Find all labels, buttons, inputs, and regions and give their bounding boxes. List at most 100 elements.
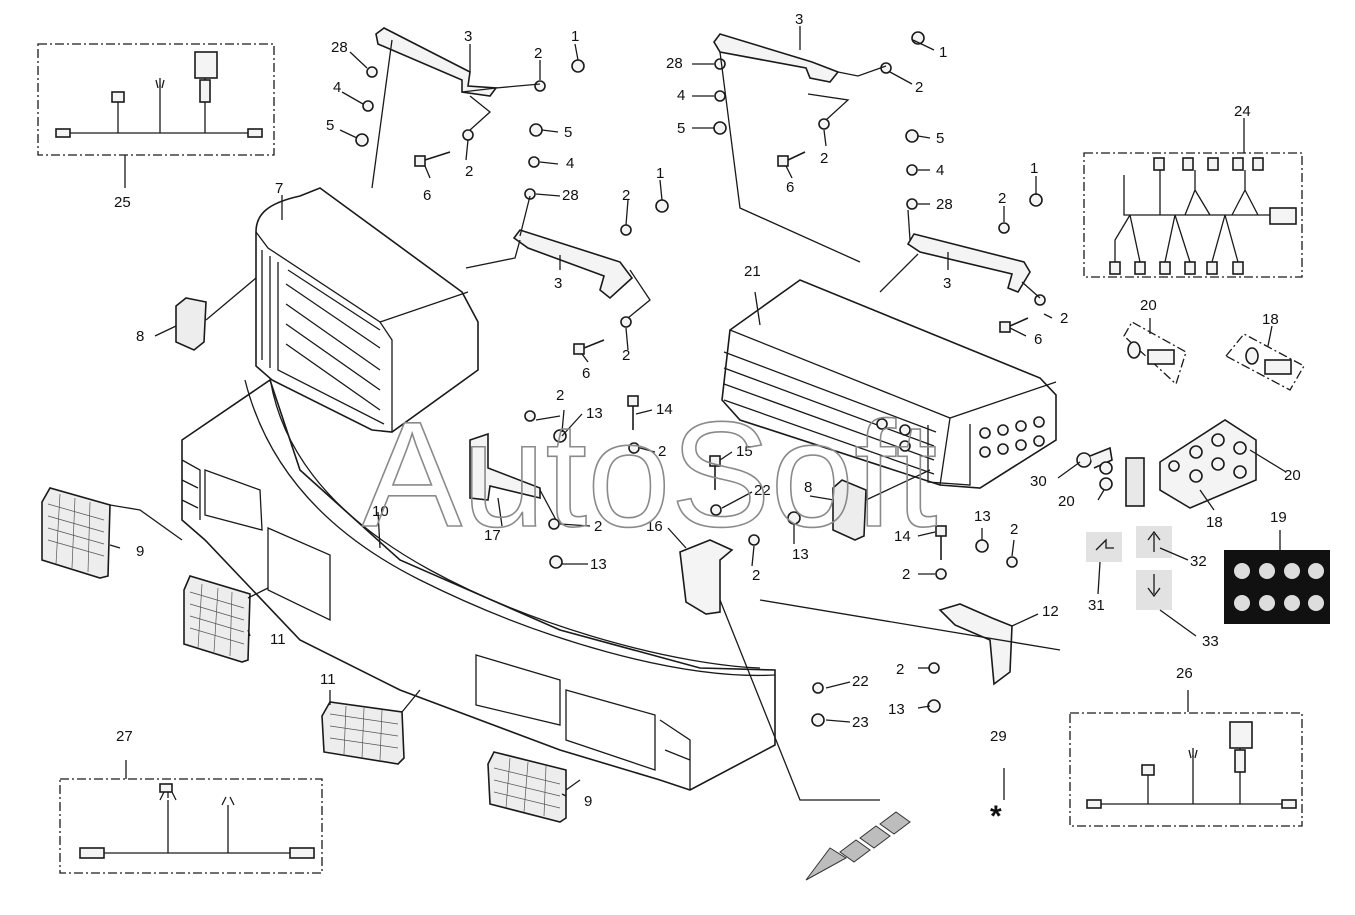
- callout-3: 3: [943, 275, 951, 292]
- callout-3: 3: [464, 28, 472, 45]
- lamp-housing-21: [721, 279, 1057, 489]
- callout-18: 18: [1206, 514, 1223, 531]
- decal-33: [1136, 570, 1172, 610]
- callout-33: 33: [1202, 633, 1219, 650]
- callout-1: 1: [1030, 160, 1038, 177]
- callout-8: 8: [804, 479, 812, 496]
- callout-7: 7: [275, 180, 283, 197]
- callout-28: 28: [331, 39, 348, 56]
- callout-2: 2: [534, 45, 542, 62]
- callout-2: 2: [594, 518, 602, 535]
- callout-14: 14: [894, 528, 911, 545]
- bracket-3-top-left: [375, 27, 498, 97]
- harness-box-25: [37, 43, 275, 156]
- callout-18: 18: [1262, 311, 1279, 328]
- callout-27: 27: [116, 728, 133, 745]
- decal-31: [1086, 532, 1122, 562]
- callout-2: 2: [622, 347, 630, 364]
- work-lamp-11-left: [183, 575, 251, 663]
- callout-2: 2: [915, 79, 923, 96]
- callout-19: 19: [1270, 509, 1287, 526]
- direction-arrow: [805, 811, 911, 881]
- callout-14: 14: [656, 401, 673, 418]
- harness-box-24: [1083, 152, 1303, 278]
- bracket-12: [938, 603, 1013, 686]
- callout-1: 1: [656, 165, 664, 182]
- watermark: AutoSoft: [362, 390, 937, 558]
- callout-6: 6: [582, 365, 590, 382]
- callout-22: 22: [754, 482, 771, 499]
- marker-lamp-8-left: [175, 297, 207, 351]
- callout-20: 20: [1284, 467, 1301, 484]
- callout-9: 9: [136, 543, 144, 560]
- callout-5: 5: [326, 117, 334, 134]
- decal-32: [1136, 526, 1172, 558]
- callout-2: 2: [1060, 310, 1068, 327]
- callout-28: 28: [562, 187, 579, 204]
- callout-2: 2: [556, 387, 564, 404]
- callout-5: 5: [677, 120, 685, 137]
- callout-28: 28: [936, 196, 953, 213]
- connector-block-18: [1159, 419, 1257, 509]
- callout-1: 1: [571, 28, 579, 45]
- callout-13: 13: [974, 508, 991, 525]
- callout-26: 26: [1176, 665, 1193, 682]
- callout-11: 11: [270, 631, 286, 648]
- fasteners: [355, 31, 1046, 727]
- asterisk-mark: *: [990, 800, 1002, 833]
- callout-32: 32: [1190, 553, 1207, 570]
- work-lamp-11-center: [321, 701, 405, 765]
- switch-panel-18: [1224, 333, 1305, 391]
- bracket-16: [679, 539, 734, 615]
- callout-16: 16: [646, 518, 663, 535]
- callout-5: 5: [564, 124, 572, 141]
- marker-lamp-8-right: [832, 479, 867, 541]
- callout-2: 2: [902, 566, 910, 583]
- callout-4: 4: [936, 162, 944, 179]
- callout-4: 4: [333, 79, 341, 96]
- bracket-3-mid-left: [512, 229, 634, 300]
- callout-6: 6: [1034, 331, 1042, 348]
- harness-box-26: [1069, 712, 1303, 827]
- lamp-housing-7: [255, 187, 479, 433]
- callout-6: 6: [786, 179, 794, 196]
- callout-labels: 1 2 3 28 4 5 6 2 7 5 4 28 1 2 3 2 6 8 3 …: [114, 11, 1301, 833]
- callout-2: 2: [1010, 521, 1018, 538]
- callout-17: 17: [484, 527, 501, 544]
- work-lamp-9-left: [41, 487, 111, 579]
- decal-19: [1224, 550, 1330, 624]
- bracket-3-mid-right: [906, 233, 1031, 293]
- work-lamp-9-center: [487, 751, 567, 823]
- callout-2: 2: [622, 187, 630, 204]
- connector-30: [1076, 446, 1145, 507]
- switch-panel-20: [1123, 321, 1187, 386]
- callout-8: 8: [136, 328, 144, 345]
- callout-22: 22: [852, 673, 869, 690]
- callout-2: 2: [658, 443, 666, 460]
- callout-12: 12: [1042, 603, 1059, 620]
- callout-30: 30: [1030, 473, 1047, 490]
- callout-4: 4: [566, 155, 574, 172]
- callout-2: 2: [465, 163, 473, 180]
- callout-2: 2: [752, 567, 760, 584]
- callout-31: 31: [1088, 597, 1105, 614]
- callout-9: 9: [584, 793, 592, 810]
- callout-6: 6: [423, 187, 431, 204]
- callout-3: 3: [795, 11, 803, 28]
- callout-29: 29: [990, 728, 1007, 745]
- callout-2: 2: [896, 661, 904, 678]
- leader-lines: [109, 26, 1287, 801]
- callout-3: 3: [554, 275, 562, 292]
- callout-13: 13: [888, 701, 905, 718]
- callout-15: 15: [736, 443, 753, 460]
- callout-2: 2: [998, 190, 1006, 207]
- callout-11: 11: [320, 671, 336, 688]
- harness-box-27: [59, 778, 323, 874]
- front-bumper-10: [181, 377, 776, 791]
- callout-5: 5: [936, 130, 944, 147]
- callout-23: 23: [852, 714, 869, 731]
- callout-20: 20: [1140, 297, 1157, 314]
- callout-13: 13: [586, 405, 603, 422]
- callout-28: 28: [666, 55, 683, 72]
